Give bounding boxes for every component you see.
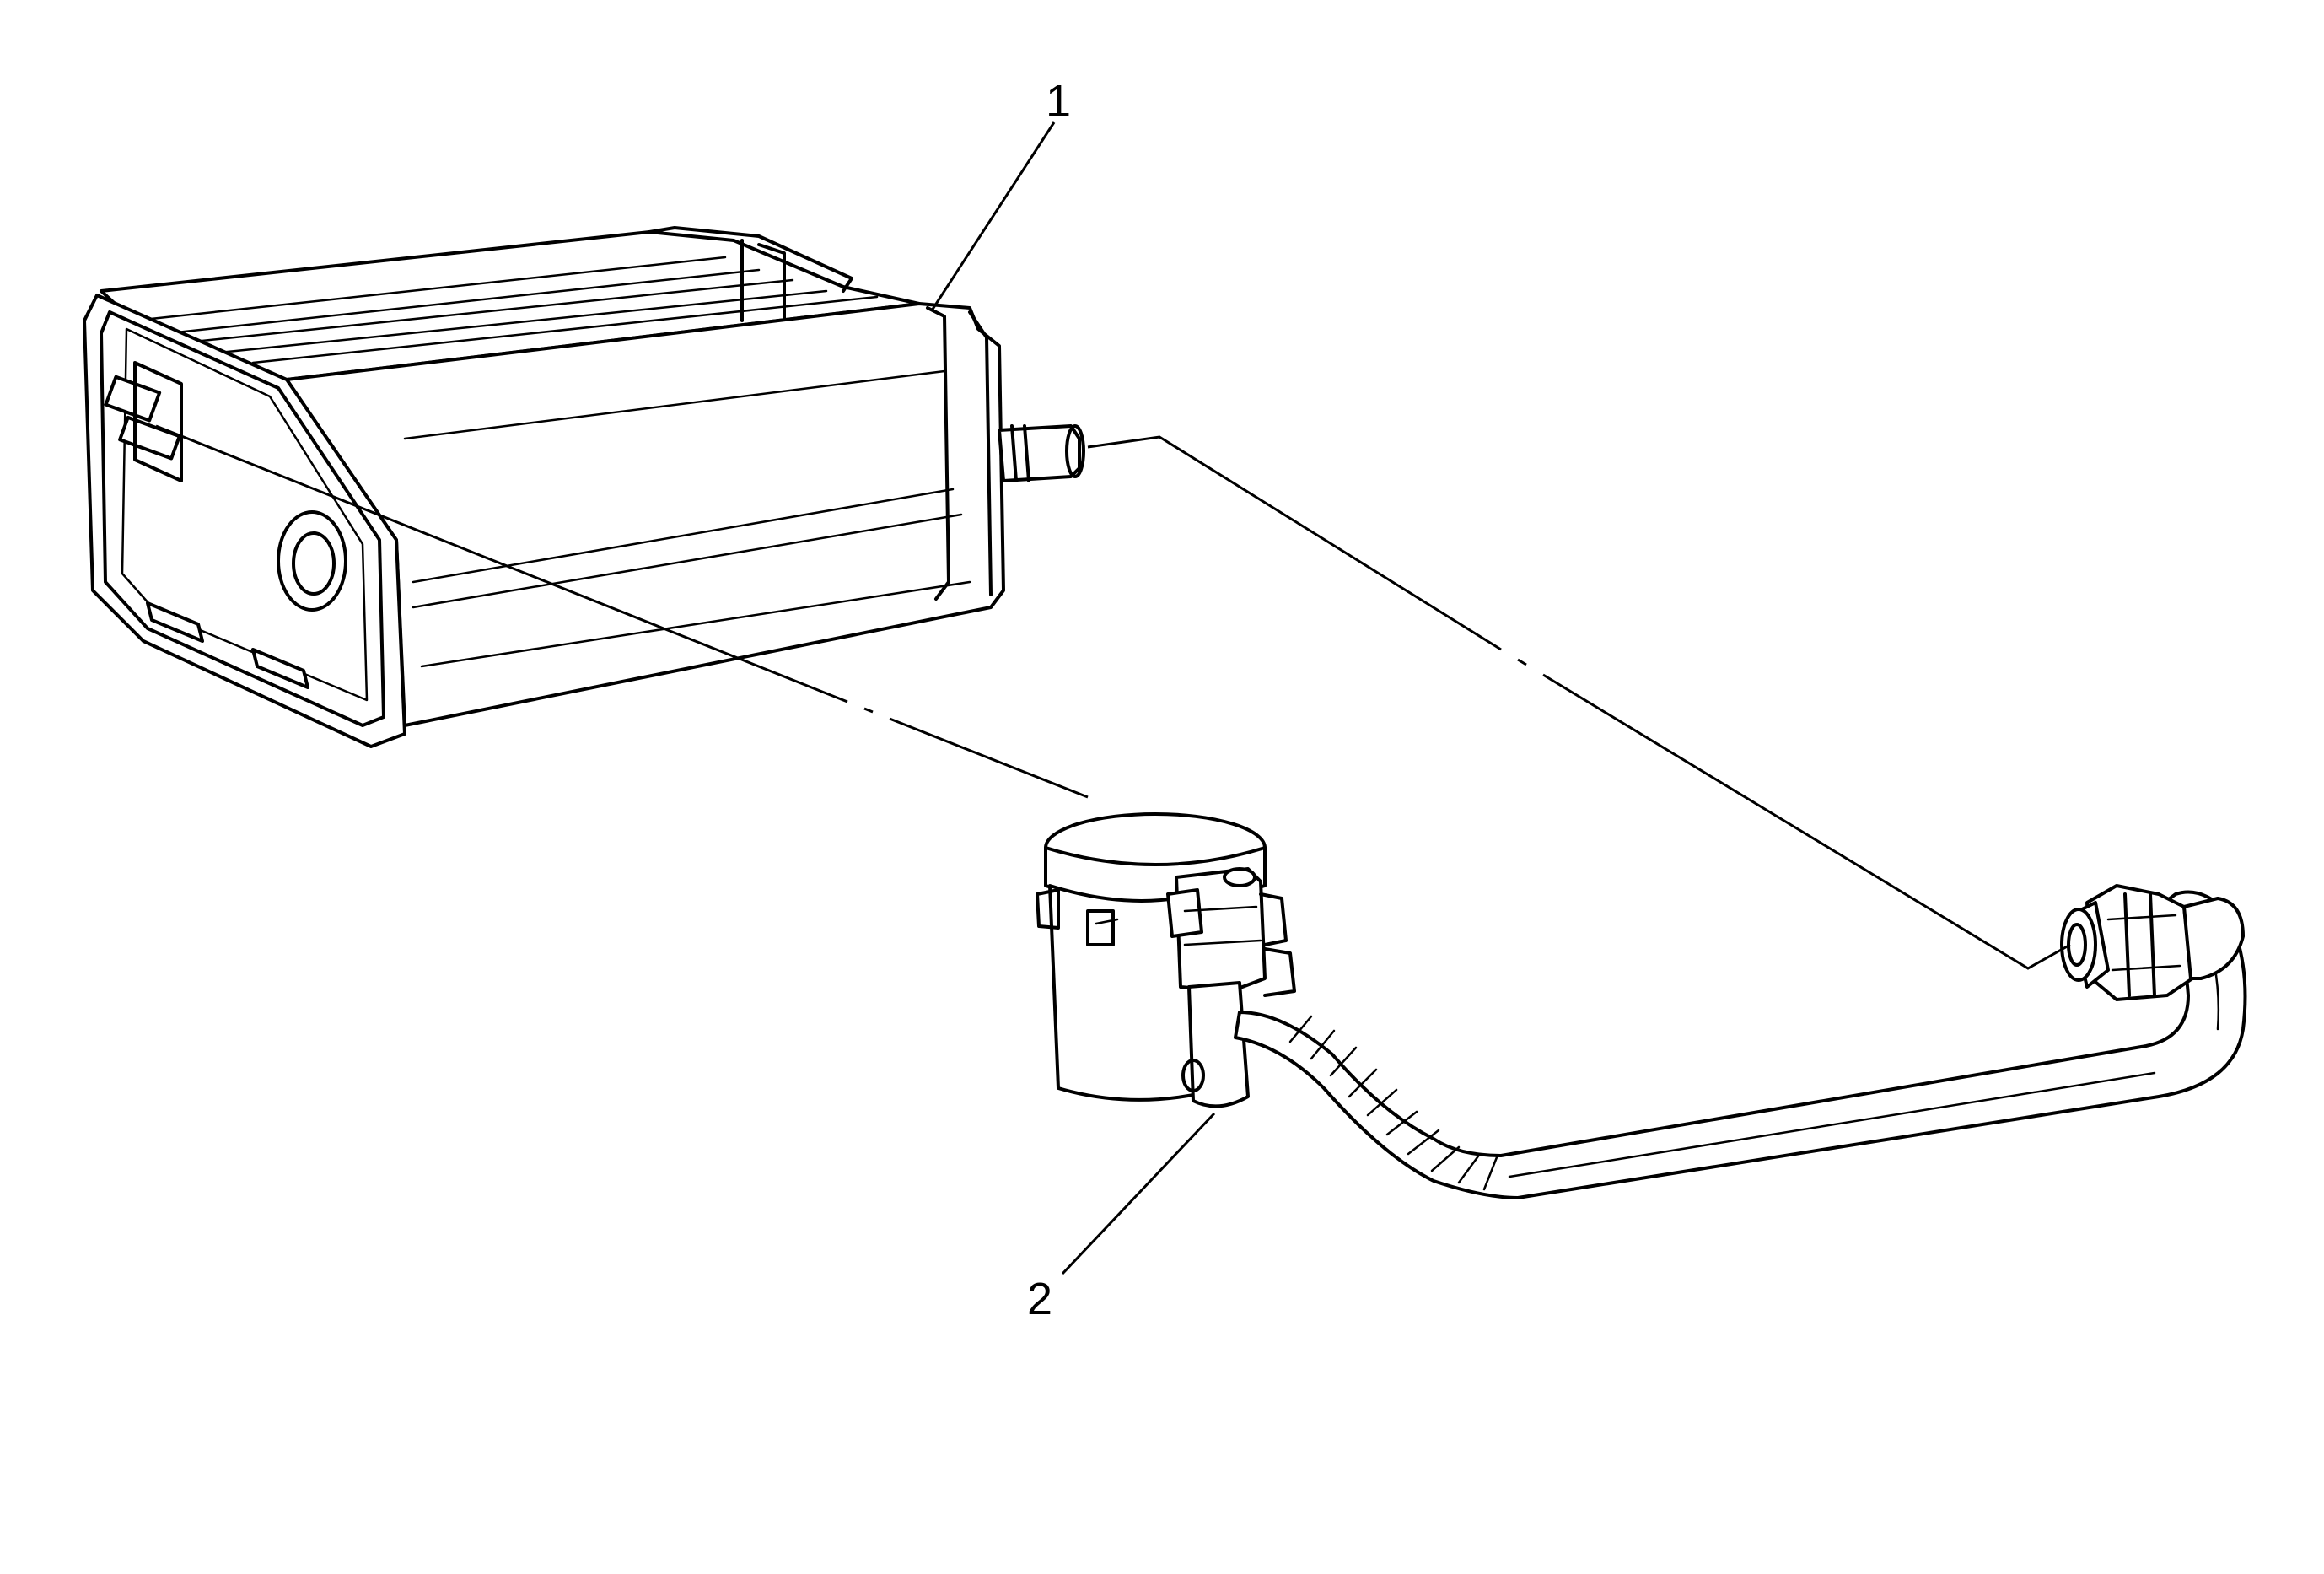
- callout-1-label: 1: [1046, 76, 1071, 127]
- callout-1-leader: [930, 121, 1056, 311]
- evap-canister-icon: [83, 226, 1085, 748]
- exploded-view-lines: [155, 424, 2071, 970]
- quick-connector-icon: [2060, 884, 2245, 1001]
- canister-vent-valve-icon: [1036, 812, 1296, 1108]
- callout-2-leader: [1061, 1112, 1216, 1275]
- callout-2-label: 2: [1027, 1274, 1052, 1324]
